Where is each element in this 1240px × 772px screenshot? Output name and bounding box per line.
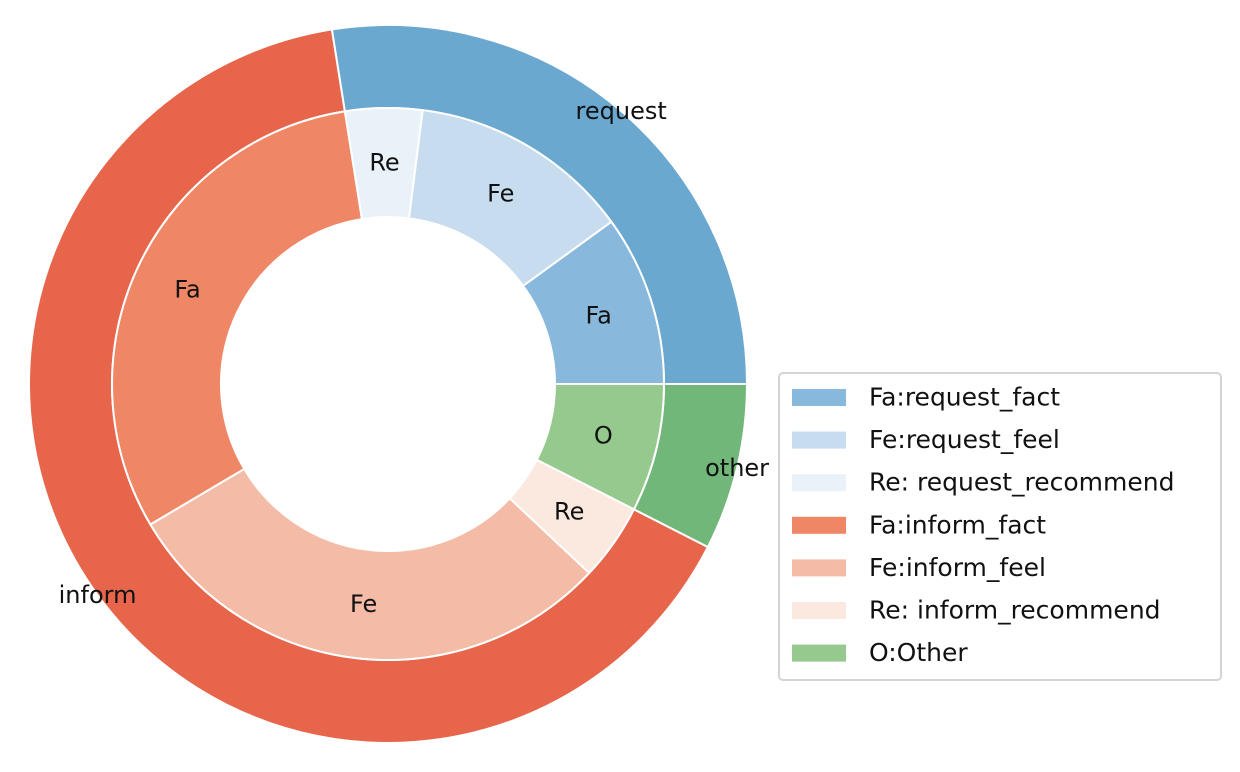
- legend-swatch-3: [792, 516, 846, 534]
- legend-label-3: Fa:inform_fact: [869, 510, 1046, 539]
- inner-label-4: Fe: [350, 590, 377, 618]
- inner-wedge-3: [111, 110, 364, 526]
- inner-wedge-4: [149, 467, 591, 661]
- legend-label-5: Re: inform_recommend: [869, 596, 1161, 625]
- outer-label-2: other: [705, 454, 769, 482]
- legend-swatch-1: [792, 431, 846, 449]
- legend-swatch-0: [792, 389, 846, 406]
- legend-swatch-2: [792, 474, 846, 492]
- outer-ring: [28, 24, 749, 744]
- outer-label-1: inform: [59, 581, 137, 609]
- inner-label-6: O: [594, 422, 613, 450]
- inner-label-3: Fa: [174, 276, 200, 304]
- legend-label-4: Fe:inform_feel: [869, 553, 1046, 582]
- inner-label-2: Re: [369, 149, 399, 177]
- inner-label-5: Re: [554, 497, 584, 525]
- inner-label-0: Fa: [586, 302, 612, 330]
- legend-label-6: O:Other: [869, 638, 968, 667]
- legend-swatch-4: [792, 559, 846, 577]
- outer-label-0: request: [576, 97, 667, 125]
- legend-label-1: Fe:request_feel: [869, 425, 1060, 454]
- inner-wedge-6: [535, 383, 666, 511]
- legend-label-0: Fa:request_fact: [869, 383, 1060, 412]
- legend-swatch-6: [792, 644, 846, 662]
- legend-frame: [778, 372, 1222, 681]
- inner-label-1: Fe: [487, 179, 514, 207]
- legend-label-2: Re: request_recommend: [869, 468, 1174, 497]
- legend-swatch-5: [792, 602, 846, 619]
- inner-ring: [111, 107, 666, 661]
